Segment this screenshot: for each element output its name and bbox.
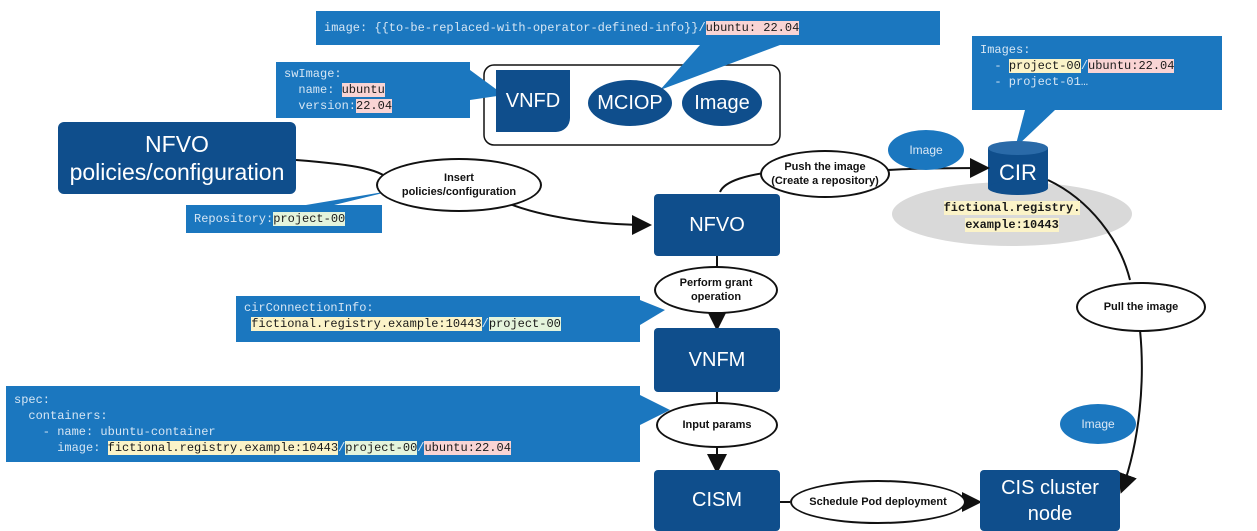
spec-image-key: image: <box>14 441 108 455</box>
images-callout: Images: - project-00/ubuntu:22.04 - proj… <box>972 36 1222 110</box>
image-label: Image <box>694 91 750 114</box>
insert-line2: policies/configuration <box>401 186 517 198</box>
top-callout-tail <box>660 45 780 90</box>
cir-address-line1: fictional.registry. <box>943 201 1081 215</box>
spec-line2: containers: <box>14 409 108 423</box>
cir-connection-tail <box>640 300 665 325</box>
input-params-ellipse: Input params <box>656 402 778 448</box>
vnfm-box: VNFM <box>654 328 780 392</box>
swimage-version-value: 22.04 <box>356 99 393 113</box>
mciop-label: MCIOP <box>597 91 663 114</box>
pull-image-label: Pull the image <box>1103 301 1179 313</box>
input-params-label: Input params <box>682 419 752 431</box>
pull-image-ellipse: Pull the image <box>1076 282 1206 332</box>
images-item2: - project-01… <box>980 75 1089 89</box>
cis-node-line2: node <box>1027 502 1073 525</box>
spec-callout-tail <box>640 395 670 425</box>
image-ellipse: Image <box>682 80 762 126</box>
image-bubble-bottom-label: Image <box>1081 417 1115 431</box>
grant-line1: Perform grant <box>679 277 753 289</box>
cis-node-line1: CIS cluster <box>1001 476 1099 499</box>
insert-policies-ellipse: Insert policies/configuration <box>376 158 542 212</box>
repository-callout-tail <box>300 190 395 206</box>
nfvo-box: NFVO <box>654 194 780 256</box>
nfvo-policies-box: NFVO policies/configuration <box>58 122 296 194</box>
cis-cluster-node-box: CIS cluster node <box>980 470 1120 531</box>
swimage-name-key: name: <box>284 83 342 97</box>
vnfd-document: VNFD <box>496 70 570 132</box>
images-item1-prefix: - <box>980 59 1009 73</box>
images-item1-image: ubuntu:22.04 <box>1088 59 1175 73</box>
push-line2: (Create a repository) <box>771 175 879 187</box>
cir-address: fictional.registry. example:10443 <box>930 200 1094 234</box>
repository-value: project-00 <box>273 212 346 226</box>
swimage-callout-tail <box>470 70 504 100</box>
cir-to-cis-arrow <box>1047 179 1143 490</box>
image-bubble-bottom: Image <box>1060 404 1136 444</box>
spec-project: project-00 <box>345 441 418 455</box>
repository-callout: Repository:project-00 <box>186 205 382 233</box>
vnfd-label: VNFD <box>505 89 561 112</box>
images-callout-tail <box>1015 110 1055 148</box>
cir-connection-registry: fictional.registry.example:10443 <box>251 317 482 331</box>
vnfm-label: VNFM <box>688 348 746 371</box>
image-bubble-top: Image <box>888 130 964 170</box>
spec-registry: fictional.registry.example:10443 <box>107 441 339 455</box>
cir-connection-callout: cirConnectionInfo: fictional.registry.ex… <box>236 296 640 342</box>
mciop-ellipse: MCIOP <box>588 80 672 126</box>
top-callout-prefix: image: {{to-be-replaced-with-operator-de… <box>324 21 706 35</box>
cir-label: CIR <box>999 160 1037 185</box>
swimage-title: swImage: <box>284 67 342 81</box>
cir-connection-title: cirConnectionInfo: <box>244 301 374 315</box>
cir-address-line2: example:10443 <box>965 218 1059 232</box>
swimage-callout: swImage: name: ubuntu version:22.04 <box>276 62 470 118</box>
images-item1-project: project-00 <box>1008 59 1081 73</box>
top-image-callout: image: {{to-be-replaced-with-operator-de… <box>316 11 940 45</box>
push-image-ellipse: Push the image (Create a repository) <box>760 150 890 198</box>
cism-label: CISM <box>692 489 742 511</box>
top-callout-value: ubuntu: 22.04 <box>705 21 800 35</box>
repository-key: Repository: <box>194 212 274 226</box>
image-bubble-top-label: Image <box>909 143 943 157</box>
grant-line2: operation <box>690 291 742 303</box>
nfvo-policies-line1: NFVO <box>145 131 209 157</box>
swimage-name-value: ubuntu <box>341 83 385 97</box>
insert-line1: Insert <box>444 172 474 184</box>
spec-callout: spec: containers: - name: ubuntu-contain… <box>6 386 640 462</box>
nfvo-label: NFVO <box>689 213 745 236</box>
images-title: Images: <box>980 43 1031 57</box>
push-line1: Push the image <box>784 161 866 173</box>
swimage-version-key: version: <box>284 99 357 113</box>
cism-box: CISM <box>654 470 780 531</box>
spec-line1: spec: <box>14 393 51 407</box>
schedule-pod-ellipse: Schedule Pod deployment <box>790 480 966 524</box>
spec-line3: - name: ubuntu-container <box>14 425 216 439</box>
cir-connection-project: project-00 <box>488 317 561 331</box>
schedule-pod-label: Schedule Pod deployment <box>809 496 947 508</box>
spec-image: ubuntu:22.04 <box>424 441 511 455</box>
grant-operation-ellipse: Perform grant operation <box>654 266 778 314</box>
nfvo-policies-line2: policies/configuration <box>69 159 285 185</box>
